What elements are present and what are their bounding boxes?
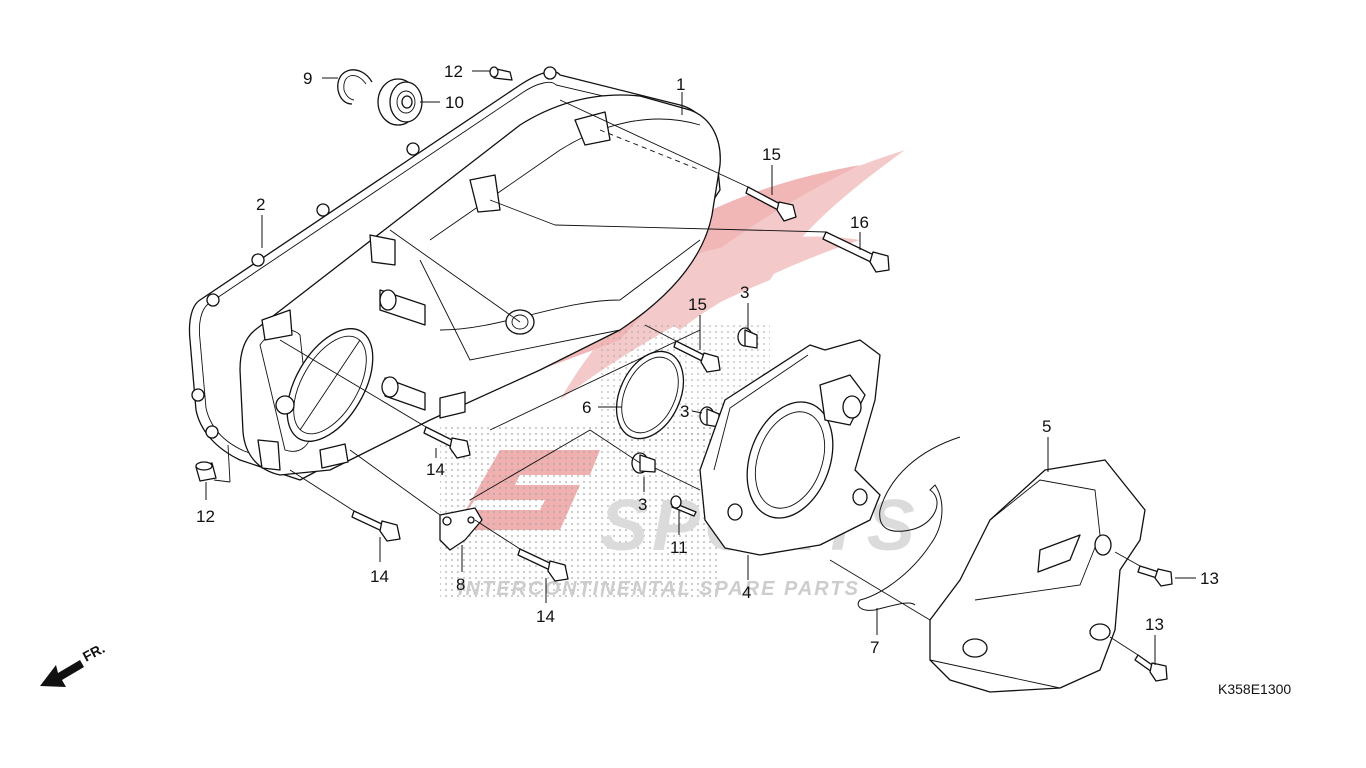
part-12-dowel-pin-bottom [195,461,217,482]
callout-3-bottom: 3 [638,495,647,514]
part-4-cover-plate [699,339,881,556]
callout-5: 5 [1042,417,1051,436]
callout-15-top: 15 [762,145,781,164]
callout-4: 4 [742,583,751,602]
part-8-clamp [439,507,483,551]
callout-3-middle: 3 [680,402,689,421]
assembly-guide-lines [213,99,1141,656]
callout-15-middle: 15 [688,295,707,314]
callout-11: 11 [670,538,688,557]
part-10-bearing [377,78,423,126]
diagram-code: K358E1300 [1218,681,1291,697]
callout-12-top: 12 [444,62,463,81]
watermark-tagline: INTERCONTINENTAL SPARE PARTS [458,578,860,600]
callout-10: 10 [445,93,464,112]
callout-7: 7 [870,638,879,657]
callout-2: 2 [256,195,265,214]
callout-6: 6 [582,398,591,417]
part-9-circlip [337,69,373,105]
part-14-bolt-b [351,510,401,542]
callout-14-upper: 14 [426,460,445,479]
front-direction-indicator: FR. [40,640,107,687]
callout-16: 16 [850,213,869,232]
callout-12-bottom: 12 [196,507,215,526]
part-11-screw [670,495,697,517]
callout-14-lower-left: 14 [370,567,389,586]
part-6-o-ring [615,350,685,440]
part-13-bolt-b [1134,654,1168,682]
part-7-seal-wire [857,436,961,611]
front-label: FR. [80,640,107,665]
callout-8: 8 [456,575,465,594]
part-13-bolt-a [1137,565,1173,587]
part-3-collar-a [737,327,758,349]
part-12-dowel-pin-top [489,66,513,81]
callout-14-lower-right: 14 [536,607,555,626]
leader-lines [205,70,1196,665]
callout-1: 1 [676,75,685,94]
part-15-bolt-a [745,186,797,222]
part-15-bolt-b [673,340,721,373]
front-arrow-icon [40,660,84,687]
part-14-bolt-a [423,426,471,459]
callout-13-upper: 13 [1200,569,1219,588]
part-14-bolt-c [517,548,569,582]
callout-3-top: 3 [740,283,749,302]
callout-labels: 1 2 9 10 12 15 16 15 3 6 3 3 11 14 14 14… [196,62,1219,657]
part-5-outer-cover [929,459,1146,693]
part-16-bolt [822,231,890,273]
callout-13-lower: 13 [1145,615,1164,634]
callout-9: 9 [303,69,312,88]
